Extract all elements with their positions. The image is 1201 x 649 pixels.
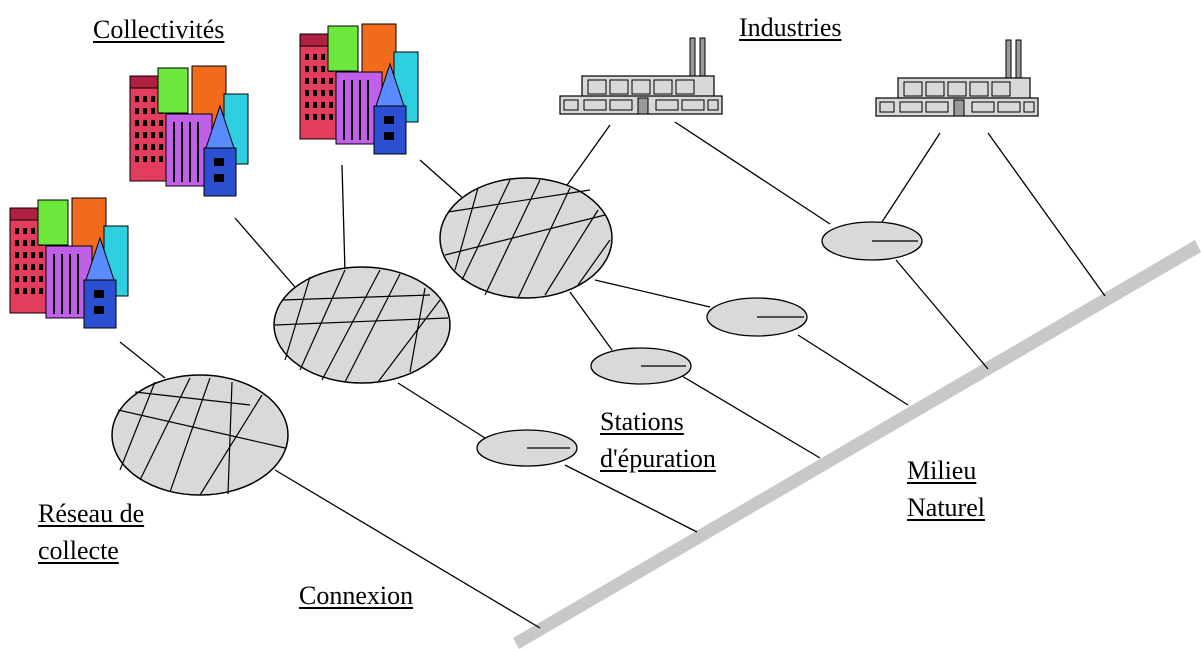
- label-milieu-line2: Naturel: [907, 493, 985, 522]
- city-buildings-icon: [299, 23, 419, 155]
- label-collectivites: Collectivités: [93, 15, 225, 44]
- city-buildings-icon: [9, 197, 129, 329]
- station-2: [590, 347, 692, 385]
- city-buildings-icon: [129, 65, 249, 197]
- connection-lines: [119, 121, 1106, 629]
- factory-icon: [559, 37, 723, 115]
- label-reseau-line2: collecte: [38, 536, 119, 565]
- milieu-naturel-band: [513, 240, 1201, 649]
- station-1: [476, 429, 578, 467]
- reseau-node-3: [439, 177, 613, 299]
- label-stations-line1: Stations: [600, 407, 684, 436]
- station-4: [821, 221, 923, 261]
- label-reseau-line1: Réseau de: [38, 499, 145, 528]
- station-3: [706, 297, 808, 337]
- label-industries: Industries: [739, 13, 842, 42]
- label-stations-line2: d'épuration: [600, 444, 716, 473]
- label-connexion: Connexion: [299, 581, 414, 610]
- label-milieu-line1: Milieu: [907, 456, 977, 485]
- reseau-node-2: [273, 266, 451, 384]
- factory-icon: [875, 39, 1039, 117]
- reseau-node-1: [111, 374, 289, 496]
